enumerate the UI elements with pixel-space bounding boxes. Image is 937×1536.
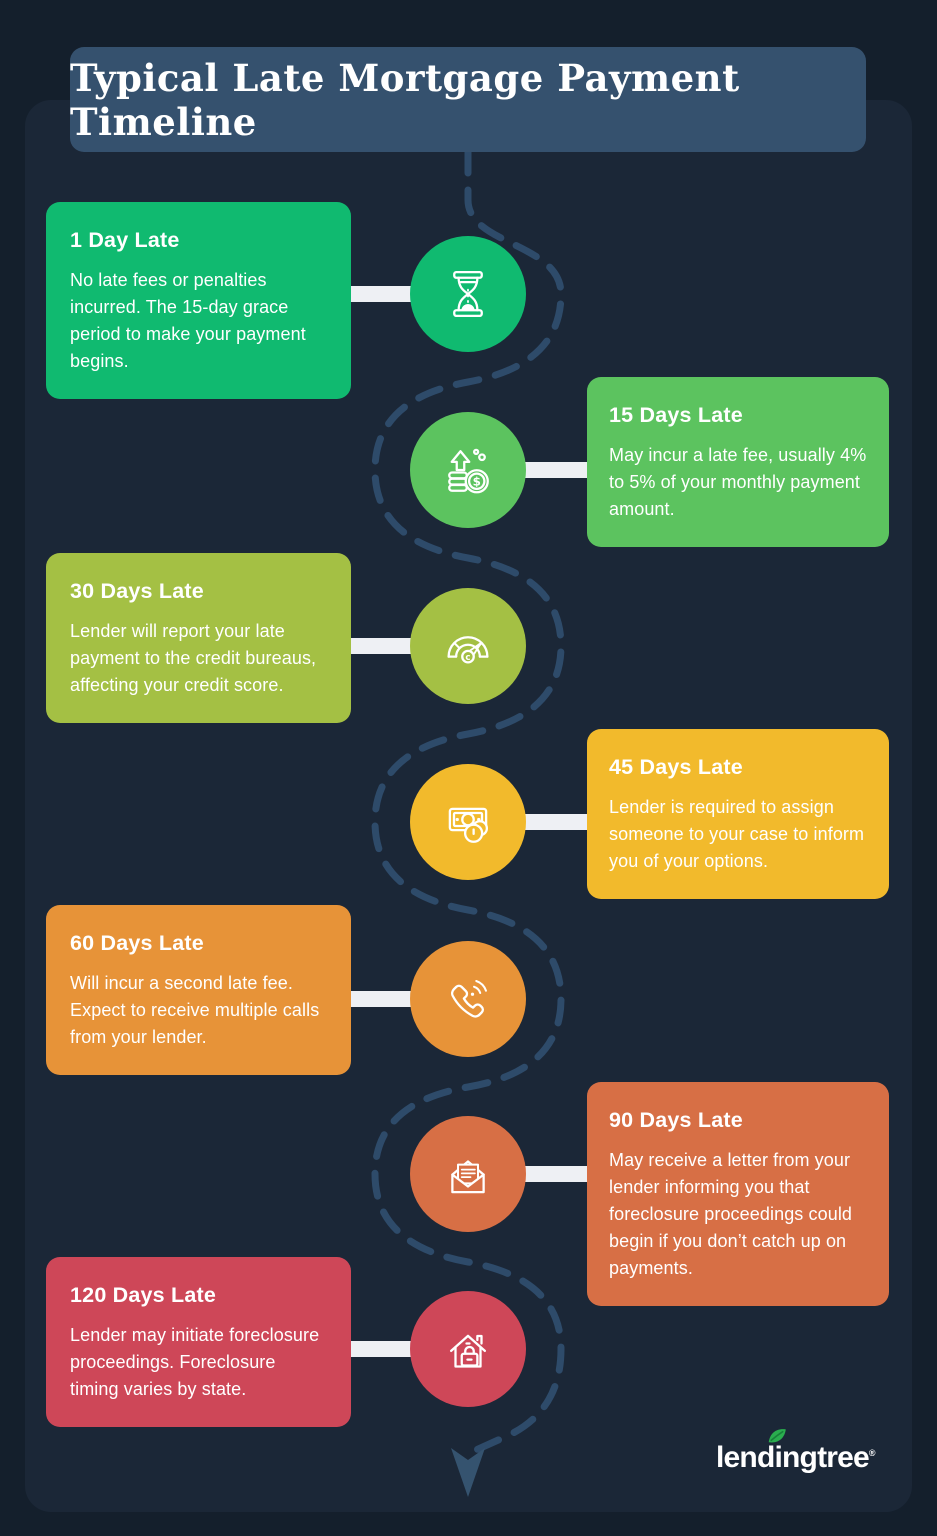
house-lock-icon xyxy=(438,1319,498,1379)
leaf-icon xyxy=(769,1429,787,1443)
step-card-120-days-late: 120 Days Late Lender may initiate forecl… xyxy=(46,1257,351,1427)
step-card-90-days-late: 90 Days Late May receive a letter from y… xyxy=(587,1082,889,1306)
step-card-1-day-late: 1 Day Late No late fees or penalties inc… xyxy=(46,202,351,399)
step-label: 30 Days Late xyxy=(70,579,204,603)
timeline-end-arrow-icon xyxy=(451,1448,485,1497)
logo-text-i: i xyxy=(774,1441,783,1474)
letter-envelope-icon xyxy=(438,1144,498,1204)
payment-clock-icon xyxy=(438,792,498,852)
logo-registered-mark: ® xyxy=(868,1448,876,1458)
step-description: No late fees or penalties incurred. The … xyxy=(70,270,306,371)
step-description: Lender may initiate foreclosure proceedi… xyxy=(70,1325,320,1399)
milestone-circle-1day xyxy=(410,236,526,352)
milestone-circle-60days xyxy=(410,941,526,1057)
step-card-60-days-late: 60 Days Late Will incur a second late fe… xyxy=(46,905,351,1075)
late-fee-coins-icon: $ xyxy=(438,440,498,500)
step-label: 120 Days Late xyxy=(70,1283,217,1307)
milestone-circle-45days xyxy=(410,764,526,880)
milestone-circle-30days: c xyxy=(410,588,526,704)
step-card-15-days-late: 15 Days Late May incur a late fee, usual… xyxy=(587,377,889,547)
milestone-circle-15days: $ xyxy=(410,412,526,528)
logo-text-suffix: ngtree xyxy=(782,1441,870,1474)
hourglass-icon xyxy=(438,264,498,324)
page-title: Typical Late Mortgage Payment Timeline xyxy=(70,55,740,144)
step-card-30-days-late: 30 Days Late Lender will report your lat… xyxy=(46,553,351,723)
step-label: 45 Days Late xyxy=(609,755,743,779)
step-description: Lender is required to assign someone to … xyxy=(609,797,865,871)
step-description: Will incur a second late fee. Expect to … xyxy=(70,973,320,1047)
credit-score-gauge-icon: c xyxy=(438,616,498,676)
step-card-45-days-late: 45 Days Late Lender is required to assig… xyxy=(587,729,889,899)
phone-call-icon xyxy=(438,969,498,1029)
step-label: 90 Days Late xyxy=(609,1108,743,1132)
title-banner: Typical Late Mortgage Payment Timeline xyxy=(70,47,866,152)
step-label: 1 Day Late xyxy=(70,228,180,252)
milestone-circle-120days xyxy=(410,1291,526,1407)
step-description: May incur a late fee, usually 4% to 5% o… xyxy=(609,445,867,519)
svg-text:c: c xyxy=(465,653,470,663)
timeline-dashed-path xyxy=(371,146,565,1454)
logo-text-prefix: lend xyxy=(716,1441,775,1474)
svg-text:$: $ xyxy=(473,475,481,489)
step-description: May receive a letter from your lender in… xyxy=(609,1150,853,1278)
step-description: Lender will report your late payment to … xyxy=(70,621,317,695)
milestone-circle-90days xyxy=(410,1116,526,1232)
step-label: 60 Days Late xyxy=(70,931,204,955)
step-label: 15 Days Late xyxy=(609,403,743,427)
